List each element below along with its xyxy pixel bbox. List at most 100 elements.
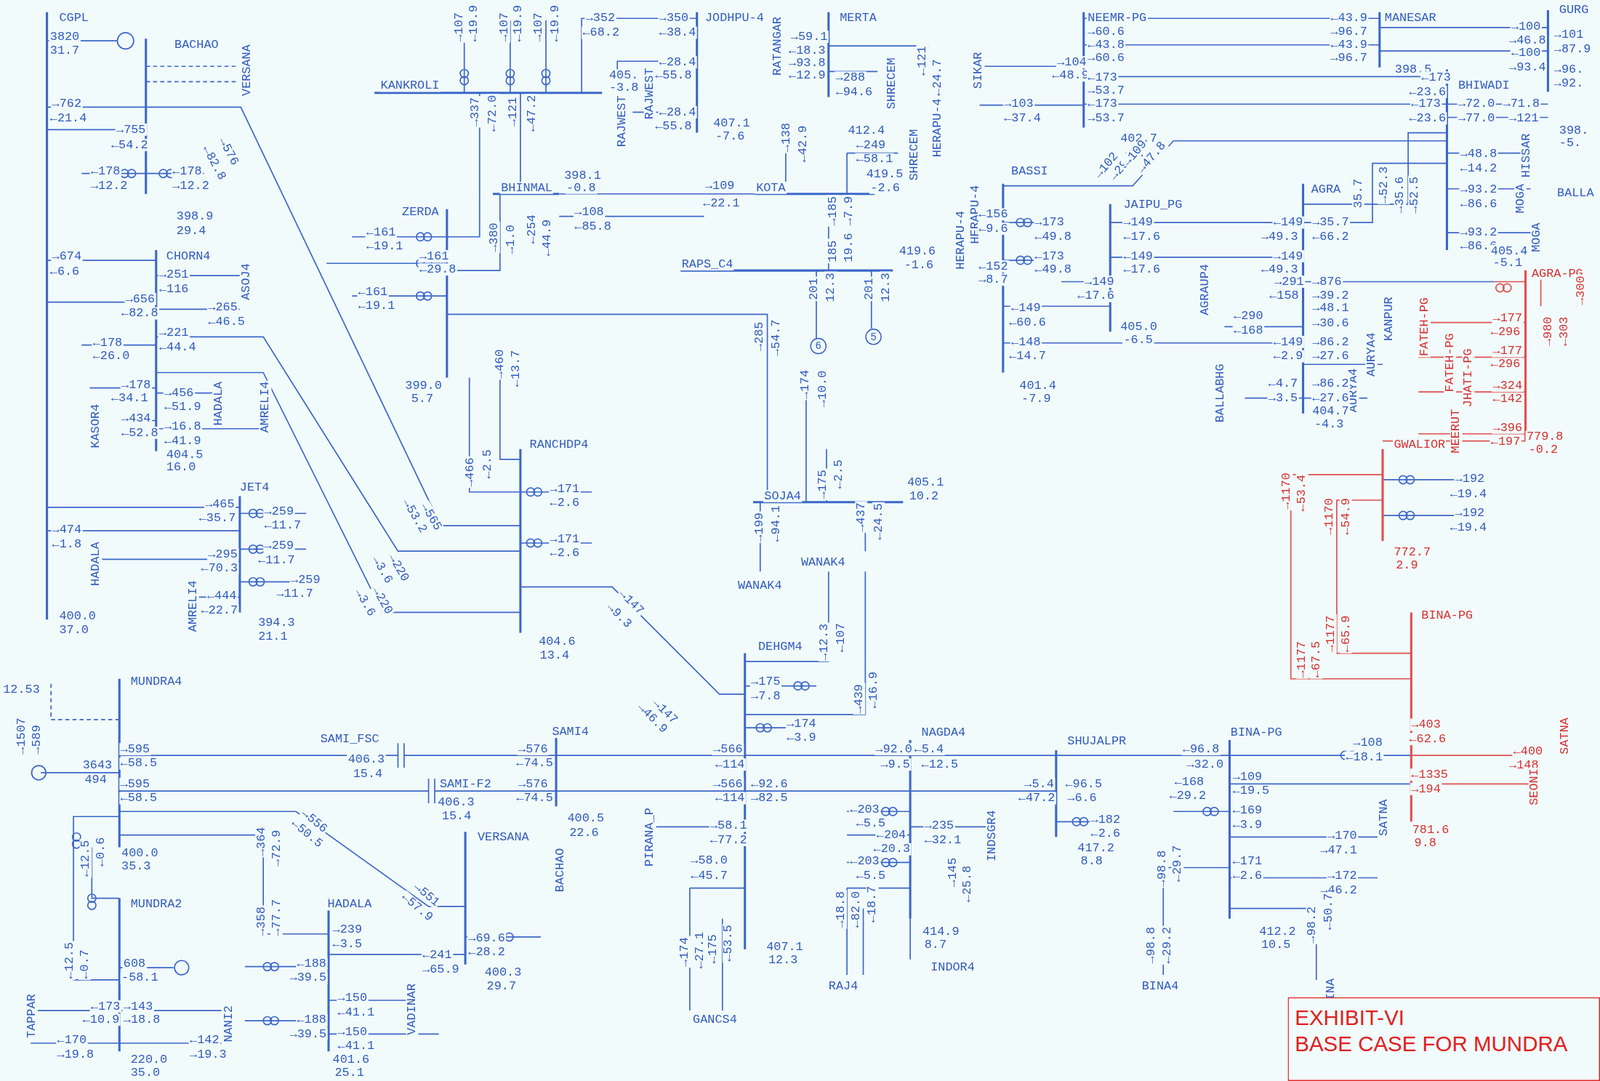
flow-label: ←26.0 bbox=[91, 350, 131, 363]
flow-label: →47.1 bbox=[1319, 843, 1358, 857]
flow-label: →1.0 bbox=[505, 223, 518, 256]
flow-label: ←21.4 bbox=[48, 111, 88, 125]
flow-label: →48.1 bbox=[1311, 302, 1350, 315]
flow-label: ←70.3 bbox=[199, 562, 239, 576]
flow-label: WANAK4 bbox=[736, 580, 783, 593]
flow-label: ←2.6 bbox=[1231, 869, 1263, 882]
flow-label: 406.3 bbox=[346, 753, 386, 766]
flow-label: KOTA bbox=[755, 181, 787, 195]
flow-label: ←66.2 bbox=[1311, 230, 1350, 243]
flow-label: ←173 bbox=[1086, 71, 1119, 84]
flow-label: →175 bbox=[816, 468, 829, 501]
flow-label: ←17.6 bbox=[1076, 290, 1116, 303]
flow-label: →300 bbox=[1574, 274, 1587, 307]
flow-label: ←114 bbox=[714, 792, 746, 805]
flow-label: ←29.8 bbox=[418, 263, 458, 276]
flow-label: 419.6 bbox=[897, 244, 937, 258]
flow-label: ←28.2 bbox=[467, 946, 506, 959]
flow-label: MUNDRA2 bbox=[129, 898, 184, 911]
flow-label: ←0.7 bbox=[78, 948, 91, 980]
flow-label: →337 bbox=[469, 95, 482, 128]
flow-label: 419.5 bbox=[865, 168, 904, 182]
flow-label: 401.6 bbox=[331, 1053, 371, 1066]
flow-label: ←13.7 bbox=[510, 348, 523, 388]
flow-label: VERSANA bbox=[476, 830, 531, 844]
flow-label: →674 bbox=[50, 250, 83, 263]
flow-label: 406.3 bbox=[436, 796, 476, 809]
flow-label: CHORN4 bbox=[165, 250, 211, 263]
flow-label: SEONI bbox=[1528, 767, 1542, 807]
flow-label: -3.8 bbox=[608, 81, 640, 94]
flow-label: ←16.9 bbox=[867, 670, 880, 709]
flow-label: 29.4 bbox=[175, 224, 207, 237]
flow-label: HADALA bbox=[326, 898, 373, 911]
flow-label: ←171 bbox=[1231, 855, 1263, 868]
flow-label: BINA-PG bbox=[1420, 609, 1475, 622]
flow-label: →239 bbox=[331, 923, 363, 937]
flow-label: ←45.7 bbox=[689, 869, 729, 882]
flow-label: 394.3 bbox=[257, 616, 296, 629]
flow-label: JHATI-PG bbox=[1462, 347, 1475, 409]
flow-label: ←29.2 bbox=[1160, 925, 1174, 964]
flow-label: ←12.5 bbox=[63, 941, 76, 980]
flow-label: →170 bbox=[1326, 830, 1358, 843]
flow-label: KANKROLI bbox=[379, 79, 441, 93]
flow-label: JET4 bbox=[238, 481, 270, 495]
flow-label: ←12.9 bbox=[788, 69, 827, 82]
flow-label: →150 bbox=[336, 1025, 368, 1039]
flow-label: ←149 bbox=[1272, 216, 1304, 229]
flow-label: ←173 bbox=[90, 1000, 122, 1013]
flow-label: HERAPU-4 bbox=[931, 97, 945, 159]
flow-label: ←4.7 bbox=[1267, 378, 1299, 391]
flow-label: →16.8 bbox=[163, 420, 203, 433]
flow-label: ←68.2 bbox=[581, 26, 621, 40]
flow-label: SAMI_FSC bbox=[319, 732, 381, 746]
flow-label: SIKAR bbox=[972, 50, 986, 90]
flow-label: →19.8 bbox=[55, 1048, 95, 1061]
flow-label: ←58.5 bbox=[119, 792, 158, 805]
flow-label: ←14.2 bbox=[1458, 162, 1498, 175]
flow-label: -0.2 bbox=[1527, 444, 1559, 457]
exhibit-box: EXHIBIT-VIBASE CASE FOR MUNDRA bbox=[1287, 997, 1600, 1081]
flow-label: BHIWADI bbox=[1456, 79, 1511, 93]
flow-label: →96.7 bbox=[1329, 25, 1369, 38]
flow-label: 21.1 bbox=[257, 630, 289, 644]
flow-label: →566 bbox=[712, 742, 744, 756]
flow-label: ←60.6 bbox=[1008, 316, 1047, 329]
flow-label: ←444 bbox=[206, 590, 238, 603]
flow-label: →259 bbox=[290, 573, 322, 586]
flow-label: SAMI-F2 bbox=[439, 777, 493, 791]
flow-label: 9.8 bbox=[1413, 836, 1438, 850]
flow-label: ←41.1 bbox=[336, 1006, 376, 1019]
flow-label: →96.7 bbox=[1329, 52, 1369, 65]
flow-label: ←296 bbox=[1489, 325, 1521, 339]
flow-label: SAMI4 bbox=[551, 725, 590, 738]
flow-label: 12.3 bbox=[767, 954, 799, 967]
flow-label: JODHPU-4 bbox=[704, 12, 766, 25]
flow-label: ←9.6 bbox=[977, 222, 1009, 235]
flow-label: →576 bbox=[517, 777, 549, 791]
flow-label: →178 bbox=[120, 378, 152, 392]
flow-label: →177 bbox=[1491, 312, 1523, 325]
flow-label: TAPPAR bbox=[25, 993, 38, 1039]
flow-label: ←178 bbox=[90, 165, 122, 178]
flow-label: →174 bbox=[678, 936, 691, 968]
flow-label: SHUJALPR bbox=[1066, 734, 1128, 748]
flow-label: GANCS4 bbox=[692, 1013, 738, 1026]
flow-label: ←49.8 bbox=[1033, 263, 1073, 276]
flow-label: ←173 bbox=[1033, 250, 1065, 263]
flow-label: ←19.9 bbox=[467, 4, 480, 43]
flow-label: ←46.5 bbox=[207, 315, 246, 328]
flow-label: →121 bbox=[1508, 111, 1540, 125]
flow-label: 404.7 bbox=[1311, 404, 1350, 418]
flow-label: →18.8 bbox=[122, 1013, 161, 1026]
flow-label: NAGDA4 bbox=[920, 726, 967, 740]
flow-label: →53.7 bbox=[1086, 85, 1126, 98]
flow-label: →259 bbox=[263, 540, 295, 553]
flow-label: →7.8 bbox=[750, 689, 782, 703]
flow-label: ←11.7 bbox=[257, 553, 296, 567]
flow-label: ←22.7 bbox=[199, 604, 239, 617]
flow-label: →103 bbox=[1003, 98, 1035, 111]
flow-label: ←188 bbox=[295, 1013, 328, 1026]
flow-label: ←156 bbox=[977, 207, 1009, 221]
